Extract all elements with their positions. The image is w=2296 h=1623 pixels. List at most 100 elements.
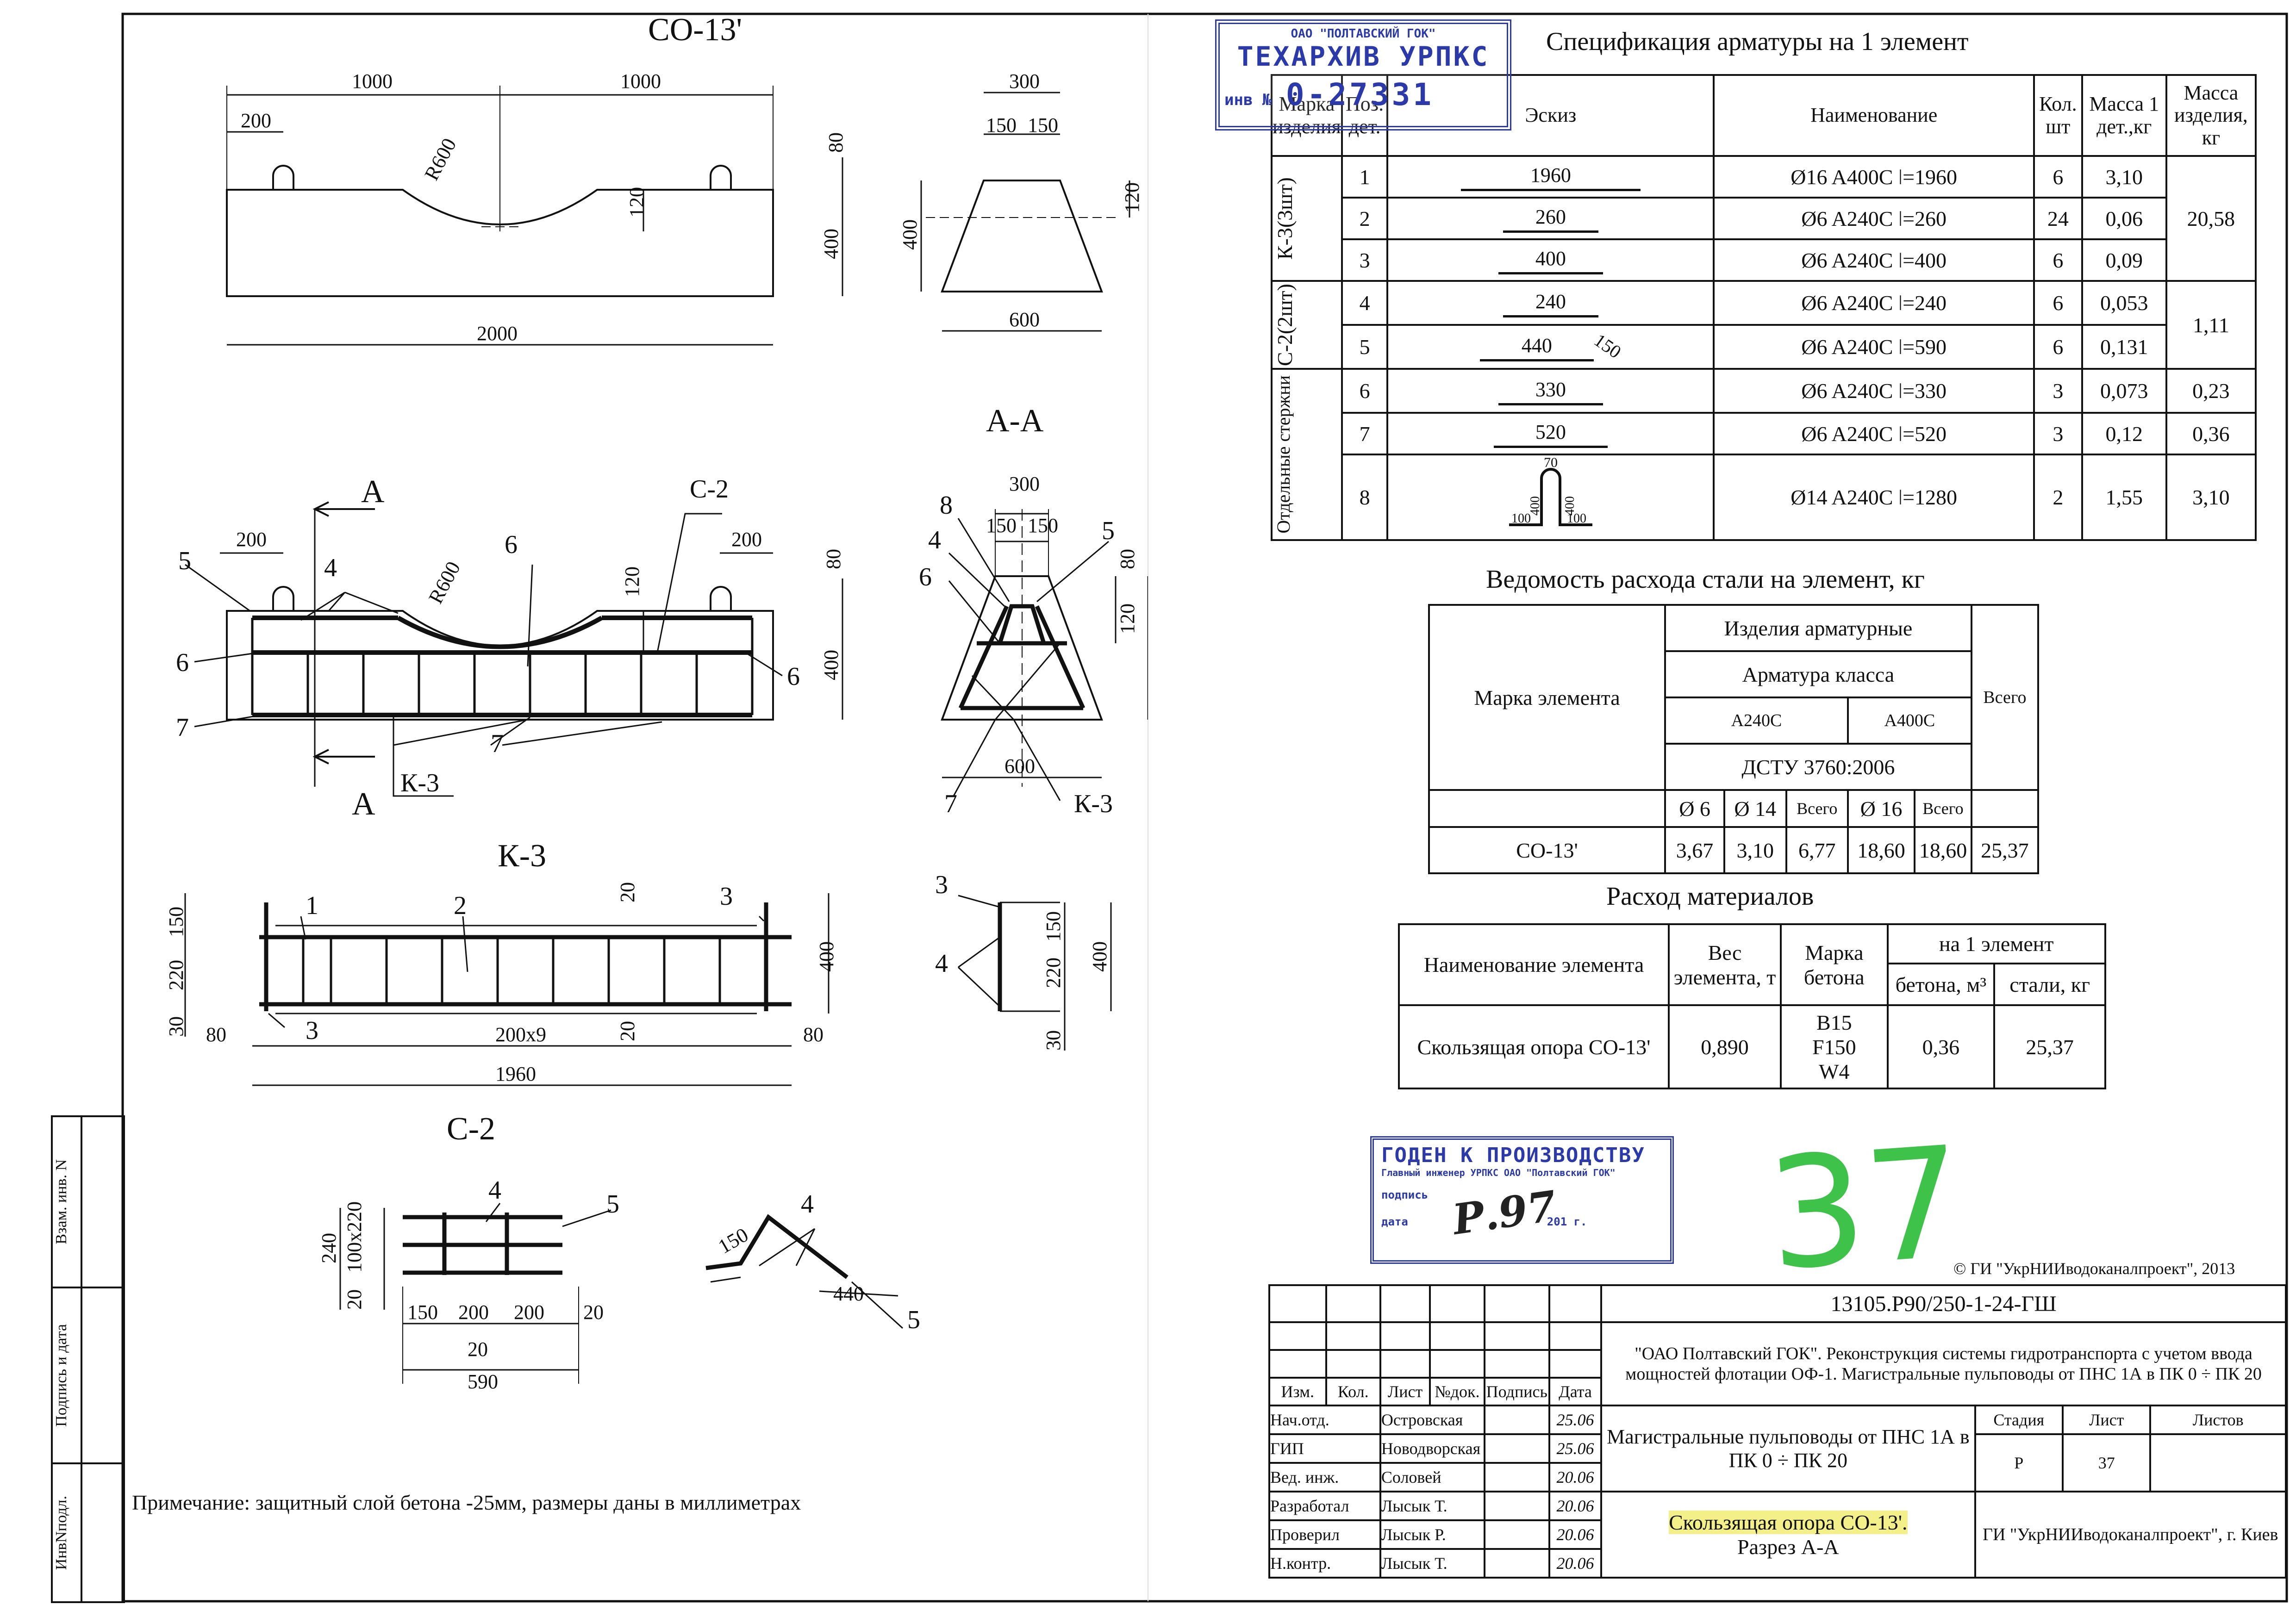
title-block: 13105.P90/250-1-24-ГШ "ОАО Полтавский ГО…: [1268, 1284, 2287, 1579]
tb-sheets-h: Листов: [2149, 1405, 2287, 1435]
tb-org: ГИ "УкрНИИводоканалпроект", г. Киев: [1974, 1491, 2287, 1579]
plan-dim-200a: 200: [236, 528, 267, 551]
tb-person: Лысык Т.: [1379, 1491, 1485, 1521]
spec-h-sketch: Эскиз: [1525, 104, 1577, 127]
dim-elev-r600: R600: [420, 134, 461, 184]
drawing-title-co13: СО-13': [648, 12, 742, 48]
c2-dim-240: 240: [318, 1233, 340, 1263]
archive-stamp-inv-number: 0-27331: [1285, 77, 1434, 112]
tb-role: Н.контр.: [1268, 1548, 1381, 1579]
tb-stage: Р: [1974, 1433, 2064, 1492]
tb-col-list: Лист: [1379, 1377, 1431, 1406]
dim-end-150b: 150: [1028, 114, 1058, 137]
mat-h-weight: Вес элемента, т: [1667, 923, 1782, 1006]
spec-sketch-loop: 70 400 400 100 100: [1509, 455, 1592, 526]
c2-dim-20b: 20: [343, 1289, 366, 1310]
c2-dim-200b: 200: [514, 1301, 544, 1324]
mat-h-per: на 1 элемент: [1886, 923, 2106, 964]
plan-pos-4: 4: [324, 553, 337, 582]
steel-h-mark: Марка элемента: [1428, 604, 1666, 791]
plan-dim-120: 120: [621, 566, 643, 597]
k3-dim-80a: 80: [206, 1023, 226, 1046]
plan-pos-5: 5: [178, 547, 191, 575]
aa-pos-7: 7: [944, 790, 957, 818]
spec-row: К-3(3шт) 1 1960 Ø16 A400C ǀ=1960 6 3,10 …: [1271, 155, 2257, 282]
tb-drawing-name: Скользящая опора СО-13'.: [1669, 1511, 1908, 1534]
mat-h-concrete: бетона, м³: [1886, 963, 1996, 1006]
tb-col-kol: Кол.: [1325, 1377, 1381, 1406]
k3end-pos-4: 4: [935, 949, 948, 978]
k3-dim-30: 30: [165, 1016, 187, 1037]
spec-group-mass: 3,10: [2165, 454, 2257, 541]
spec-group-mass: 1,11: [2165, 280, 2257, 370]
spec-h-qty: Кол. шт: [2039, 93, 2077, 138]
tb-date: 20.06: [1548, 1491, 1603, 1521]
spec-row: 2 260 Ø6 A240C ǀ=260 24 0,06: [1272, 197, 2256, 240]
k3-dim-20a: 20: [616, 882, 639, 902]
mat-cell-weight: 0,890: [1667, 1004, 1782, 1089]
spec-pos: 1: [1341, 155, 1389, 199]
plan-pos-6a: 6: [505, 530, 518, 559]
spec-sketch-bend: 150: [1590, 329, 1625, 362]
plan-dim-400: 400: [820, 650, 842, 680]
tb-date: 20.06: [1548, 1462, 1603, 1492]
approval-stamp-line4: дата: [1381, 1215, 1408, 1228]
spec-pos: 5: [1341, 324, 1389, 370]
tb-date: 25.06: [1548, 1405, 1603, 1435]
plan-dim-80: 80: [822, 549, 845, 569]
spec-name: Ø6 A240C ǀ=590: [1713, 324, 2035, 370]
aa-pos-8: 8: [940, 491, 953, 520]
plan-dim-200b: 200: [731, 528, 762, 551]
tb-drawing-sub: Разрез А-А: [1737, 1535, 1839, 1559]
mat-cell-steel: 25,37: [1993, 1004, 2106, 1089]
k3-dim-20b: 20: [616, 1021, 639, 1041]
c2-pos-5: 5: [606, 1190, 619, 1219]
k3end-dim-400: 400: [1088, 941, 1111, 972]
steel-h-a400: A400C: [1847, 696, 1972, 745]
c2-pos-4: 4: [488, 1176, 501, 1205]
steel-title: Ведомость расхода стали на элемент, кг: [1486, 565, 1925, 594]
archive-stamp: ОАО "ПОЛТАВСКИЙ ГОК" ТЕХАРХИВ УРПКС инв …: [1215, 19, 1511, 131]
spec-group-mass: 0,36: [2165, 412, 2257, 455]
tb-person: Лысык Р.: [1379, 1519, 1485, 1550]
dim-elev-80: 80: [824, 132, 847, 153]
k3end-dim-30: 30: [1042, 1030, 1065, 1051]
spec-mass: 0,09: [2081, 238, 2167, 282]
drawing-note: Примечание: защитный слой бетона -25мм, …: [132, 1491, 801, 1514]
spec-row: 8 70 400 400 100 100 Ø14 A240C ǀ=1280 2 …: [1272, 454, 2257, 541]
tb-sheets: [2149, 1433, 2287, 1492]
spec-h-mass-item: Масса изделия, кг: [2174, 81, 2248, 149]
section-aa-title: А-А: [986, 403, 1044, 439]
steel-cell: 6,77: [1785, 826, 1849, 874]
spec-mass: 0,06: [2081, 197, 2167, 240]
steel-sub: Ø 14: [1723, 789, 1787, 828]
svg-text:100: 100: [1511, 511, 1531, 526]
steel-sub: Всего: [1785, 789, 1849, 828]
steel-sub: Всего: [1914, 789, 1972, 828]
dim-elev-1000b: 1000: [620, 70, 661, 93]
spec-row: С-2(2шт) 4 240 Ø6 A240C ǀ=240 6 0,053 1,…: [1271, 280, 2257, 370]
spec-group-c2: С-2(2шт): [1273, 283, 1297, 367]
svg-text:400: 400: [1563, 496, 1577, 516]
tb-role: Проверил: [1268, 1519, 1381, 1550]
spec-pos: 2: [1341, 197, 1389, 240]
steel-cell: 18,60: [1914, 826, 1972, 874]
spec-sketch: 330: [1498, 378, 1603, 405]
c2-dim-200a: 200: [458, 1301, 489, 1324]
spec-h-name: Наименование: [1810, 104, 1938, 127]
k3-dim-200x9: 200х9: [495, 1023, 546, 1046]
mat-h-name: Наименование элемента: [1398, 923, 1670, 1006]
dim-elev-200: 200: [241, 109, 271, 132]
dim-elev-1000a: 1000: [352, 70, 393, 93]
dim-end-300: 300: [1009, 70, 1040, 93]
steel-sub: Ø 6: [1664, 789, 1726, 828]
aa-pos-5: 5: [1102, 516, 1115, 545]
spec-row: Отдельные стержни 6 330 Ø6 A240C ǀ=330 3…: [1271, 368, 2257, 541]
archive-stamp-org: ОАО "ПОЛТАВСКИЙ ГОК": [1291, 27, 1436, 41]
spec-group-mass: 0,23: [2165, 368, 2257, 414]
k3-dim-400: 400: [815, 941, 838, 972]
drawing-views: 1000 1000 200 R600 2000 80 120 400 300 1…: [165, 70, 1148, 1393]
spec-mass: 3,10: [2081, 155, 2167, 199]
tb-person: Соловей: [1379, 1462, 1485, 1492]
handwritten-sheet-number: 37: [1762, 1113, 1969, 1305]
